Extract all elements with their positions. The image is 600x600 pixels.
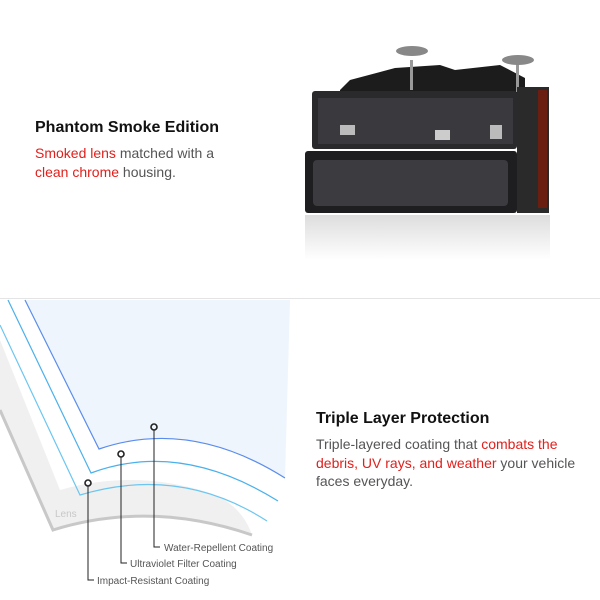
headlight-product-image — [305, 46, 550, 260]
lens-label: Lens — [55, 509, 77, 520]
section-description-triple-layer: Triple-layered coating that combats the … — [316, 435, 578, 491]
section-divider — [0, 298, 600, 299]
uv-filter-label: Ultraviolet Filter Coating — [130, 559, 237, 570]
text: housing. — [119, 163, 176, 180]
section-description-phantom-smoke: Smoked lens matched with a clean chrome … — [35, 144, 235, 181]
uv-filter-marker — [117, 450, 125, 458]
triple-layer-diagram: Lens Water-Repellent Coating Ultraviolet… — [0, 299, 290, 587]
impact-resistant-label: Impact-Resistant Coating — [97, 576, 209, 587]
text: Triple-layered coating that — [316, 436, 482, 452]
section-title-phantom-smoke: Phantom Smoke Edition — [35, 119, 220, 136]
highlight-combats: combats the debris, UV rays, and weather — [316, 436, 558, 471]
text: matched with a — [115, 145, 214, 161]
highlight-clean-chrome: clean chrome — [35, 163, 120, 180]
highlight-smoked-lens: Smoked lens — [35, 145, 116, 161]
water-repellent-label: Water-Repellent Coating — [164, 543, 273, 554]
section-title-triple-layer: Triple Layer Protection — [316, 410, 490, 427]
text: your vehicle faces everyday. — [316, 454, 576, 490]
